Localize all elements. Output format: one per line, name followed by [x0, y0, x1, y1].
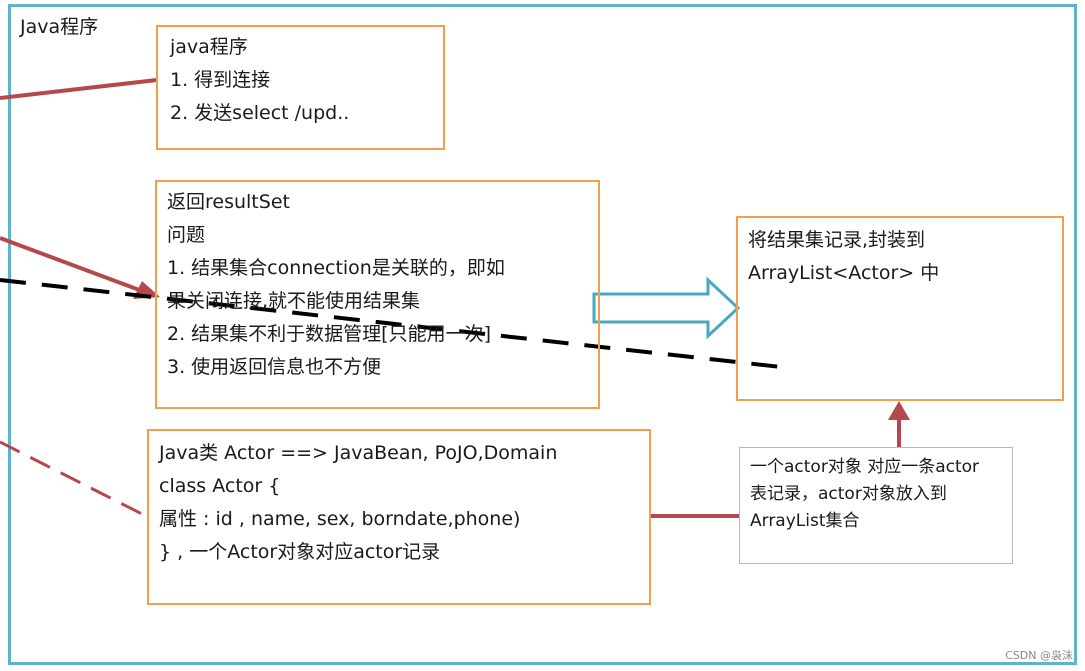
java-program-line-2: 1. 得到连接 [170, 69, 271, 91]
arraylist-box: 将结果集记录,封装到 ArrayList<Actor> 中 [736, 216, 1064, 401]
resultset-line-1: 返回resultSet [167, 191, 290, 213]
actor-class-line-3: 属性 : id , name, sex, borndate,phone) [159, 508, 521, 530]
actor-note-box: 一个actor对象 对应一条actor 表记录，actor对象放入到 Array… [739, 447, 1013, 564]
actor-class-line-2: class Actor { [159, 475, 281, 497]
blue-hollow-arrow [592, 276, 741, 340]
red-up-arrow-head [888, 401, 910, 420]
actor-class-line-4: } , 一个Actor对象对应actor记录 [159, 541, 441, 563]
red-arrow-resultset [0, 236, 143, 293]
java-program-frame [8, 4, 1077, 665]
resultset-line-4: 果关闭连接,就不能使用结果集 [167, 290, 421, 312]
dashed-boundary-line [0, 278, 791, 370]
resultset-line-3: 1. 结果集合connection是关联的，即如 [167, 257, 505, 279]
red-dashed-connector [0, 440, 147, 518]
resultset-box: 返回resultSet 问题 1. 结果集合connection是关联的，即如 … [155, 180, 600, 409]
java-program-line-1: java程序 [170, 36, 248, 58]
actor-class-line-1: Java类 Actor ==> JavaBean, PoJO,Domain [159, 442, 558, 464]
java-program-line-3: 2. 发送select /upd.. [170, 102, 350, 124]
resultset-line-5: 2. 结果集不利于数据管理[只能用一次] [167, 323, 491, 345]
arraylist-line-1: 将结果集记录,封装到 [748, 229, 926, 251]
java-program-box: java程序 1. 得到连接 2. 发送select /upd.. [156, 25, 445, 150]
red-connector-top [0, 78, 158, 100]
frame-title: Java程序 [20, 16, 99, 38]
actor-class-box: Java类 Actor ==> JavaBean, PoJO,Domain cl… [147, 429, 651, 605]
note-line-2: 表记录，actor对象放入到 [750, 484, 947, 504]
watermark: CSDN @袅沫 [1005, 649, 1073, 662]
resultset-line-2: 问题 [167, 224, 206, 246]
note-line-1: 一个actor对象 对应一条actor [750, 457, 980, 477]
note-line-3: ArrayList集合 [750, 511, 860, 531]
arraylist-line-2: ArrayList<Actor> 中 [748, 262, 940, 284]
resultset-line-6: 3. 使用返回信息也不方便 [167, 356, 382, 378]
